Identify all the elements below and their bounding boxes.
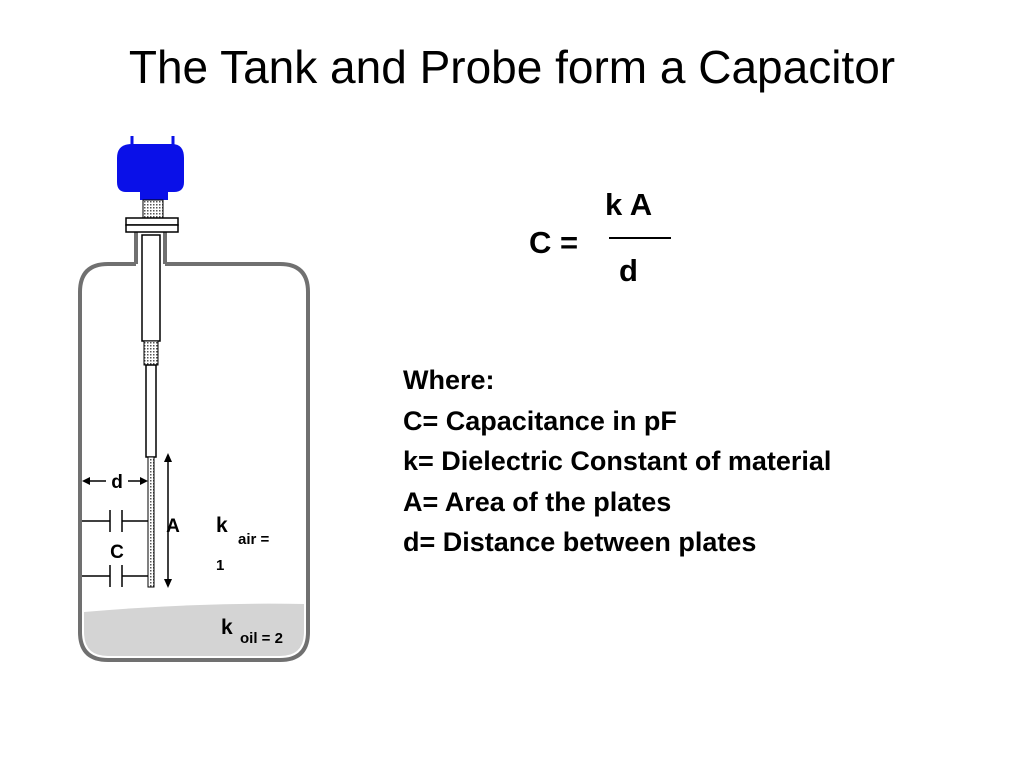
label-k-air: k: [216, 514, 228, 537]
legend-line-capacitance: C= Capacitance in pF: [403, 405, 677, 436]
probe-rod: [141, 234, 161, 588]
legend-line-distance: d= Distance between plates: [403, 527, 757, 557]
legend-line-area: A= Area of the plates: [403, 486, 672, 517]
tank-outline: [78, 262, 310, 662]
formula-denominator: d: [619, 253, 638, 288]
head-thread: [142, 199, 164, 219]
oil-liquid: [84, 603, 304, 656]
mounting-flange: [125, 217, 179, 233]
label-k-oil: k: [221, 616, 233, 639]
probe-head: [117, 136, 184, 219]
label-k-air-sub: air =: [238, 531, 270, 548]
label-c: C: [110, 542, 124, 563]
head-neck: [140, 190, 168, 200]
label-k-air-value: 1: [216, 557, 224, 574]
tank: [78, 232, 310, 662]
fraction-bar: [609, 237, 671, 239]
legend-heading: Where:: [403, 365, 495, 395]
formula-numerator: k A: [605, 187, 653, 222]
label-d: d: [111, 472, 123, 493]
page-title: The Tank and Probe form a Capacitor: [128, 40, 896, 93]
capacitor-symbols: [82, 510, 148, 587]
head-housing: [117, 144, 184, 192]
area-marker: [164, 453, 172, 588]
capacitance-formula: C = k A d: [520, 185, 700, 295]
formula-lhs: C =: [529, 225, 579, 260]
label-k-oil-sub: oil = 2: [240, 630, 283, 647]
label-a: A: [166, 516, 180, 537]
distance-marker: d: [82, 472, 148, 493]
legend-line-dielectric: k= Dielectric Constant of material: [403, 446, 832, 476]
variable-legend: Where: C= Capacitance in pF k= Dielectri…: [403, 360, 831, 563]
